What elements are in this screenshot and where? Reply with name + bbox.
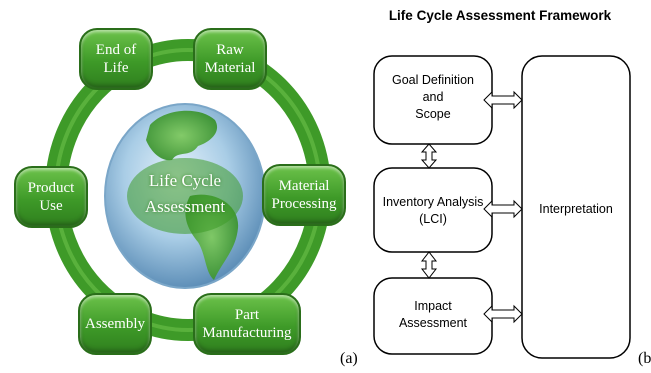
goal-line: and: [422, 90, 444, 104]
center-line-2: Assessment: [144, 197, 226, 216]
node-label-line: Material: [204, 60, 256, 76]
impact-line: Impact: [414, 299, 452, 313]
node-label-line: Product: [27, 180, 75, 196]
inventory-label: Inventory Analysis (LCI): [376, 194, 490, 228]
center-title: Life Cycle Assessment: [125, 168, 245, 220]
node-label-line: Raw: [216, 42, 244, 58]
continent-north: [146, 110, 218, 161]
panel-a-label: (a): [340, 350, 358, 367]
goal-line: Goal Definition: [392, 73, 474, 87]
node-end-of-life: End of Life: [79, 28, 153, 90]
inventory-line: Inventory Analysis: [382, 195, 484, 209]
interpretation-label: Interpretation: [539, 202, 613, 216]
globe-glow: [127, 158, 243, 234]
node-label-line: Assembly: [85, 316, 145, 332]
arrow-goal-inventory: [420, 143, 438, 169]
impact-line: Assessment: [398, 316, 468, 330]
inventory-line: (LCI): [419, 212, 447, 226]
goal-line: Scope: [415, 107, 451, 121]
node-label-line: Use: [39, 198, 63, 214]
framework-title: Life Cycle Assessment Framework: [388, 8, 612, 23]
cycle-graphic: [45, 39, 331, 341]
node-assembly: Assembly: [78, 293, 152, 355]
goal-label: Goal Definition and Scope: [376, 72, 490, 123]
arrow-inventory-impact: [420, 251, 438, 279]
panel-b-label: (b: [638, 350, 651, 367]
impact-label: Impact Assessment: [376, 298, 490, 332]
node-label-line: End of: [95, 42, 137, 58]
node-label-line: Material: [278, 178, 330, 194]
node-label-line: Life: [103, 60, 129, 76]
node-label-line: Manufacturing: [202, 325, 292, 341]
node-label-line: Processing: [271, 196, 337, 212]
node-label-line: Part: [234, 307, 260, 323]
center-line-1: Life Cycle: [148, 171, 222, 190]
